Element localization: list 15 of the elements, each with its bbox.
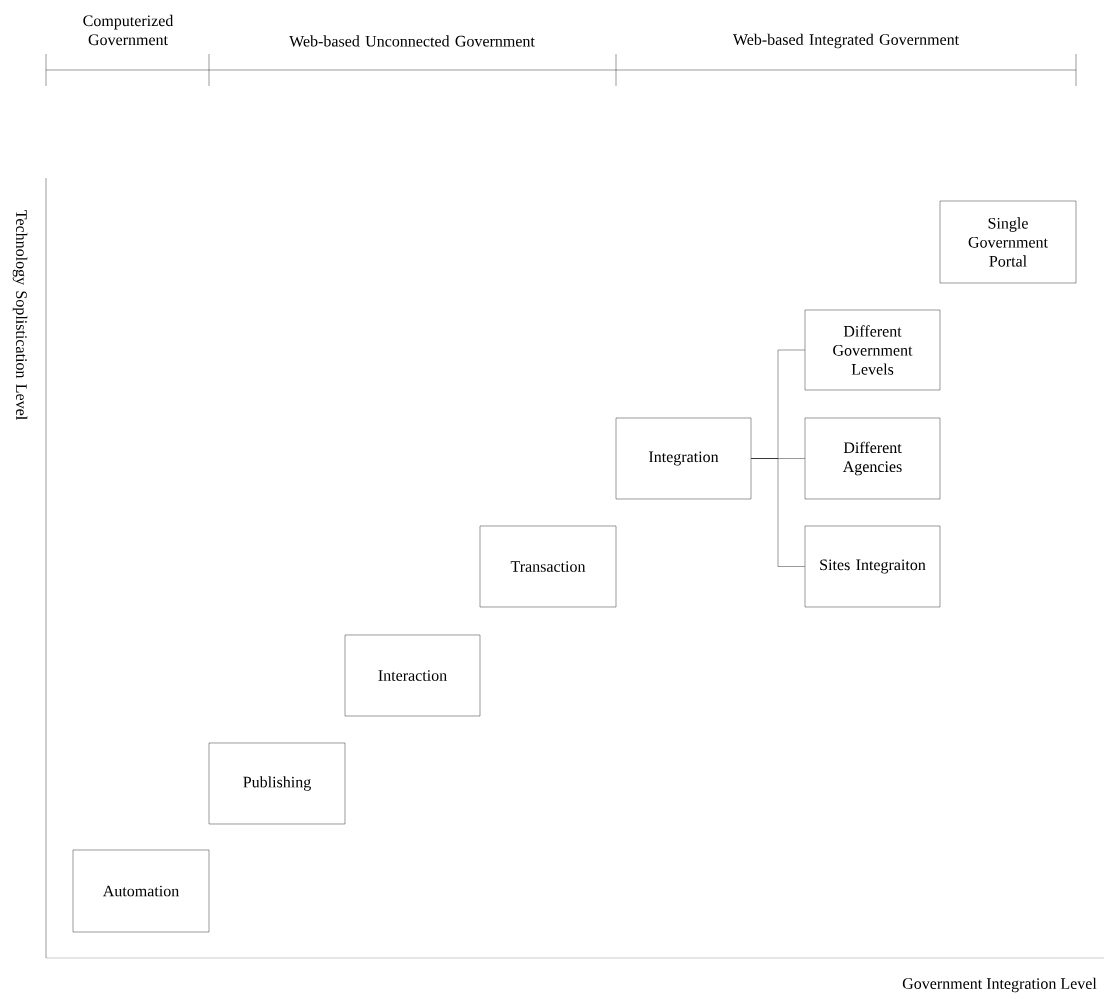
stage-box: Sites Integraiton [804, 525, 941, 608]
phase-label: Web-based Integrated Government [732, 33, 959, 49]
axis-label: Government Integration Level [902, 977, 1097, 993]
stage-box: Publishing [208, 742, 346, 825]
axis-label: Technology Soplistication Level [12, 210, 28, 420]
stage-box: Interaction [344, 634, 481, 717]
stage-box: Single Government Portal [939, 200, 1077, 284]
connector [751, 458, 805, 567]
stage-box: Different Government Levels [804, 309, 941, 391]
stage-box: Different Agencies [804, 417, 941, 500]
stage-box: Automation [72, 849, 210, 933]
stage-box: Integration [615, 417, 752, 500]
phase-label: Computerized Government [83, 14, 174, 46]
phase-label: Web-based Unconnected Government [289, 35, 535, 47]
stage-box: Transaction [479, 525, 617, 608]
